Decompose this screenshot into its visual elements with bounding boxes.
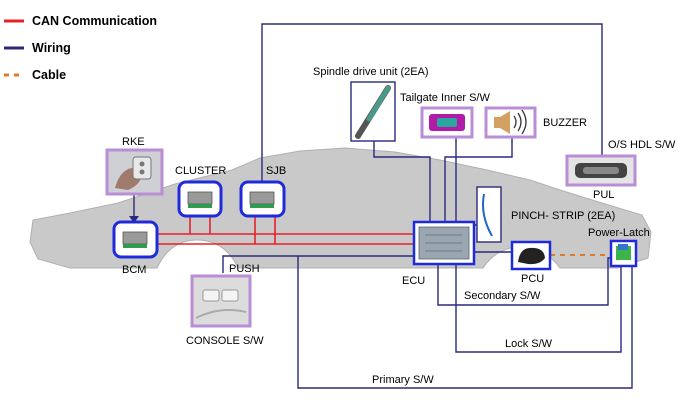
cluster-label: CLUSTER [175, 165, 226, 177]
ecu-label: ECU [402, 275, 425, 287]
secondary-label: Secondary S/W [464, 290, 541, 302]
power-latch-label: Power-Latch [588, 227, 650, 239]
buzzer-label: BUZZER [543, 117, 587, 129]
rke-arrow-head [129, 216, 139, 223]
os-hdl-label: O/S HDL S/W [608, 139, 676, 151]
tailgate-inner-label: Tailgate Inner S/W [400, 92, 490, 104]
spindle-label: Spindle drive unit (2EA) [313, 66, 429, 78]
can-bus [158, 216, 414, 245]
legend-cable-label: Cable [32, 68, 66, 82]
rke-photo [105, 148, 164, 196]
console-switch-photo [190, 274, 252, 328]
sjb-module [239, 180, 286, 218]
ecu-module [412, 220, 476, 266]
sjb-label: SJB [266, 165, 286, 177]
rke-label: RKE [122, 136, 145, 148]
pcu-label: PCU [521, 273, 544, 285]
pinch-label: PINCH- STRIP (2EA) [511, 210, 615, 222]
spindle-drive-photo [350, 81, 396, 142]
cluster-module [177, 180, 223, 218]
bcm-module [112, 220, 159, 259]
primary-label: Primary S/W [372, 374, 434, 386]
bcm-label: BCM [122, 264, 146, 276]
wiring-lines [222, 23, 633, 389]
legend-can-label: CAN Communication [32, 14, 157, 28]
legend-wiring-label: Wiring [32, 41, 71, 55]
buzzer-photo [484, 106, 537, 139]
push-label: PUSH [229, 263, 260, 275]
console-label: CONSOLE S/W [186, 335, 264, 347]
pul-label: PUL [593, 189, 614, 201]
os-hdl-switch-photo [565, 154, 637, 187]
power-latch-module [609, 239, 638, 268]
lock-label: Lock S/W [505, 338, 553, 350]
pinch-strip-photo [476, 186, 502, 243]
pcu-module [510, 240, 552, 271]
tailgate-inner-switch-photo [420, 106, 474, 139]
